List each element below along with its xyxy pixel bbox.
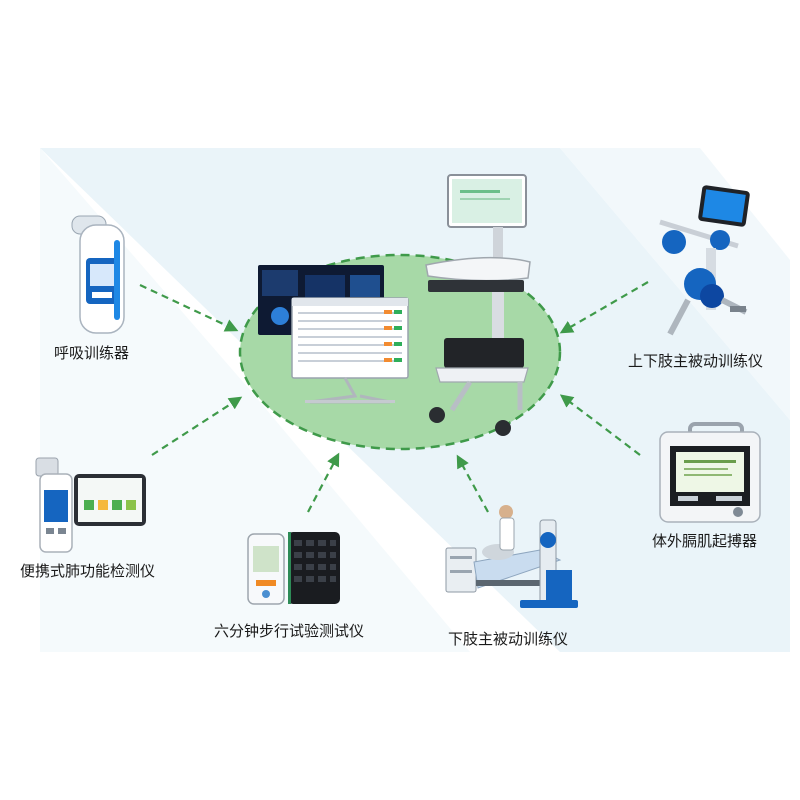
arrow-upperlower <box>559 281 649 334</box>
diaphragm-pacer-icon <box>659 422 761 523</box>
arrow-spirometer <box>151 396 243 456</box>
arrow-breathing <box>139 284 239 332</box>
arrow-lowerlimb <box>456 454 489 513</box>
monitor-dashboard-icon <box>258 265 409 404</box>
upper-lower-limb-trainer-icon <box>659 185 750 336</box>
portable-spirometer-icon <box>35 457 146 553</box>
label-upper-lower-limb-trainer: 上下肢主被动训练仪 <box>628 352 764 370</box>
connector-arrows <box>139 281 649 513</box>
cart-workstation-icon <box>425 174 531 436</box>
label-lower-limb-trainer: 下肢主被动训练仪 <box>448 630 569 648</box>
label-six-minute-walk-tester: 六分钟步行试验测试仪 <box>214 622 365 640</box>
label-portable-spirometer: 便携式肺功能检测仪 <box>20 562 156 580</box>
arrow-diaphragm <box>559 394 641 456</box>
lower-limb-trainer-icon <box>445 505 578 608</box>
six-minute-walk-tester-icon <box>247 532 340 605</box>
label-diaphragm-pacer: 体外膈肌起搏器 <box>652 532 758 550</box>
breathing-trainer-icon <box>71 215 125 334</box>
arrow-walktest <box>307 452 340 513</box>
label-breathing-trainer: 呼吸训练器 <box>54 344 130 362</box>
